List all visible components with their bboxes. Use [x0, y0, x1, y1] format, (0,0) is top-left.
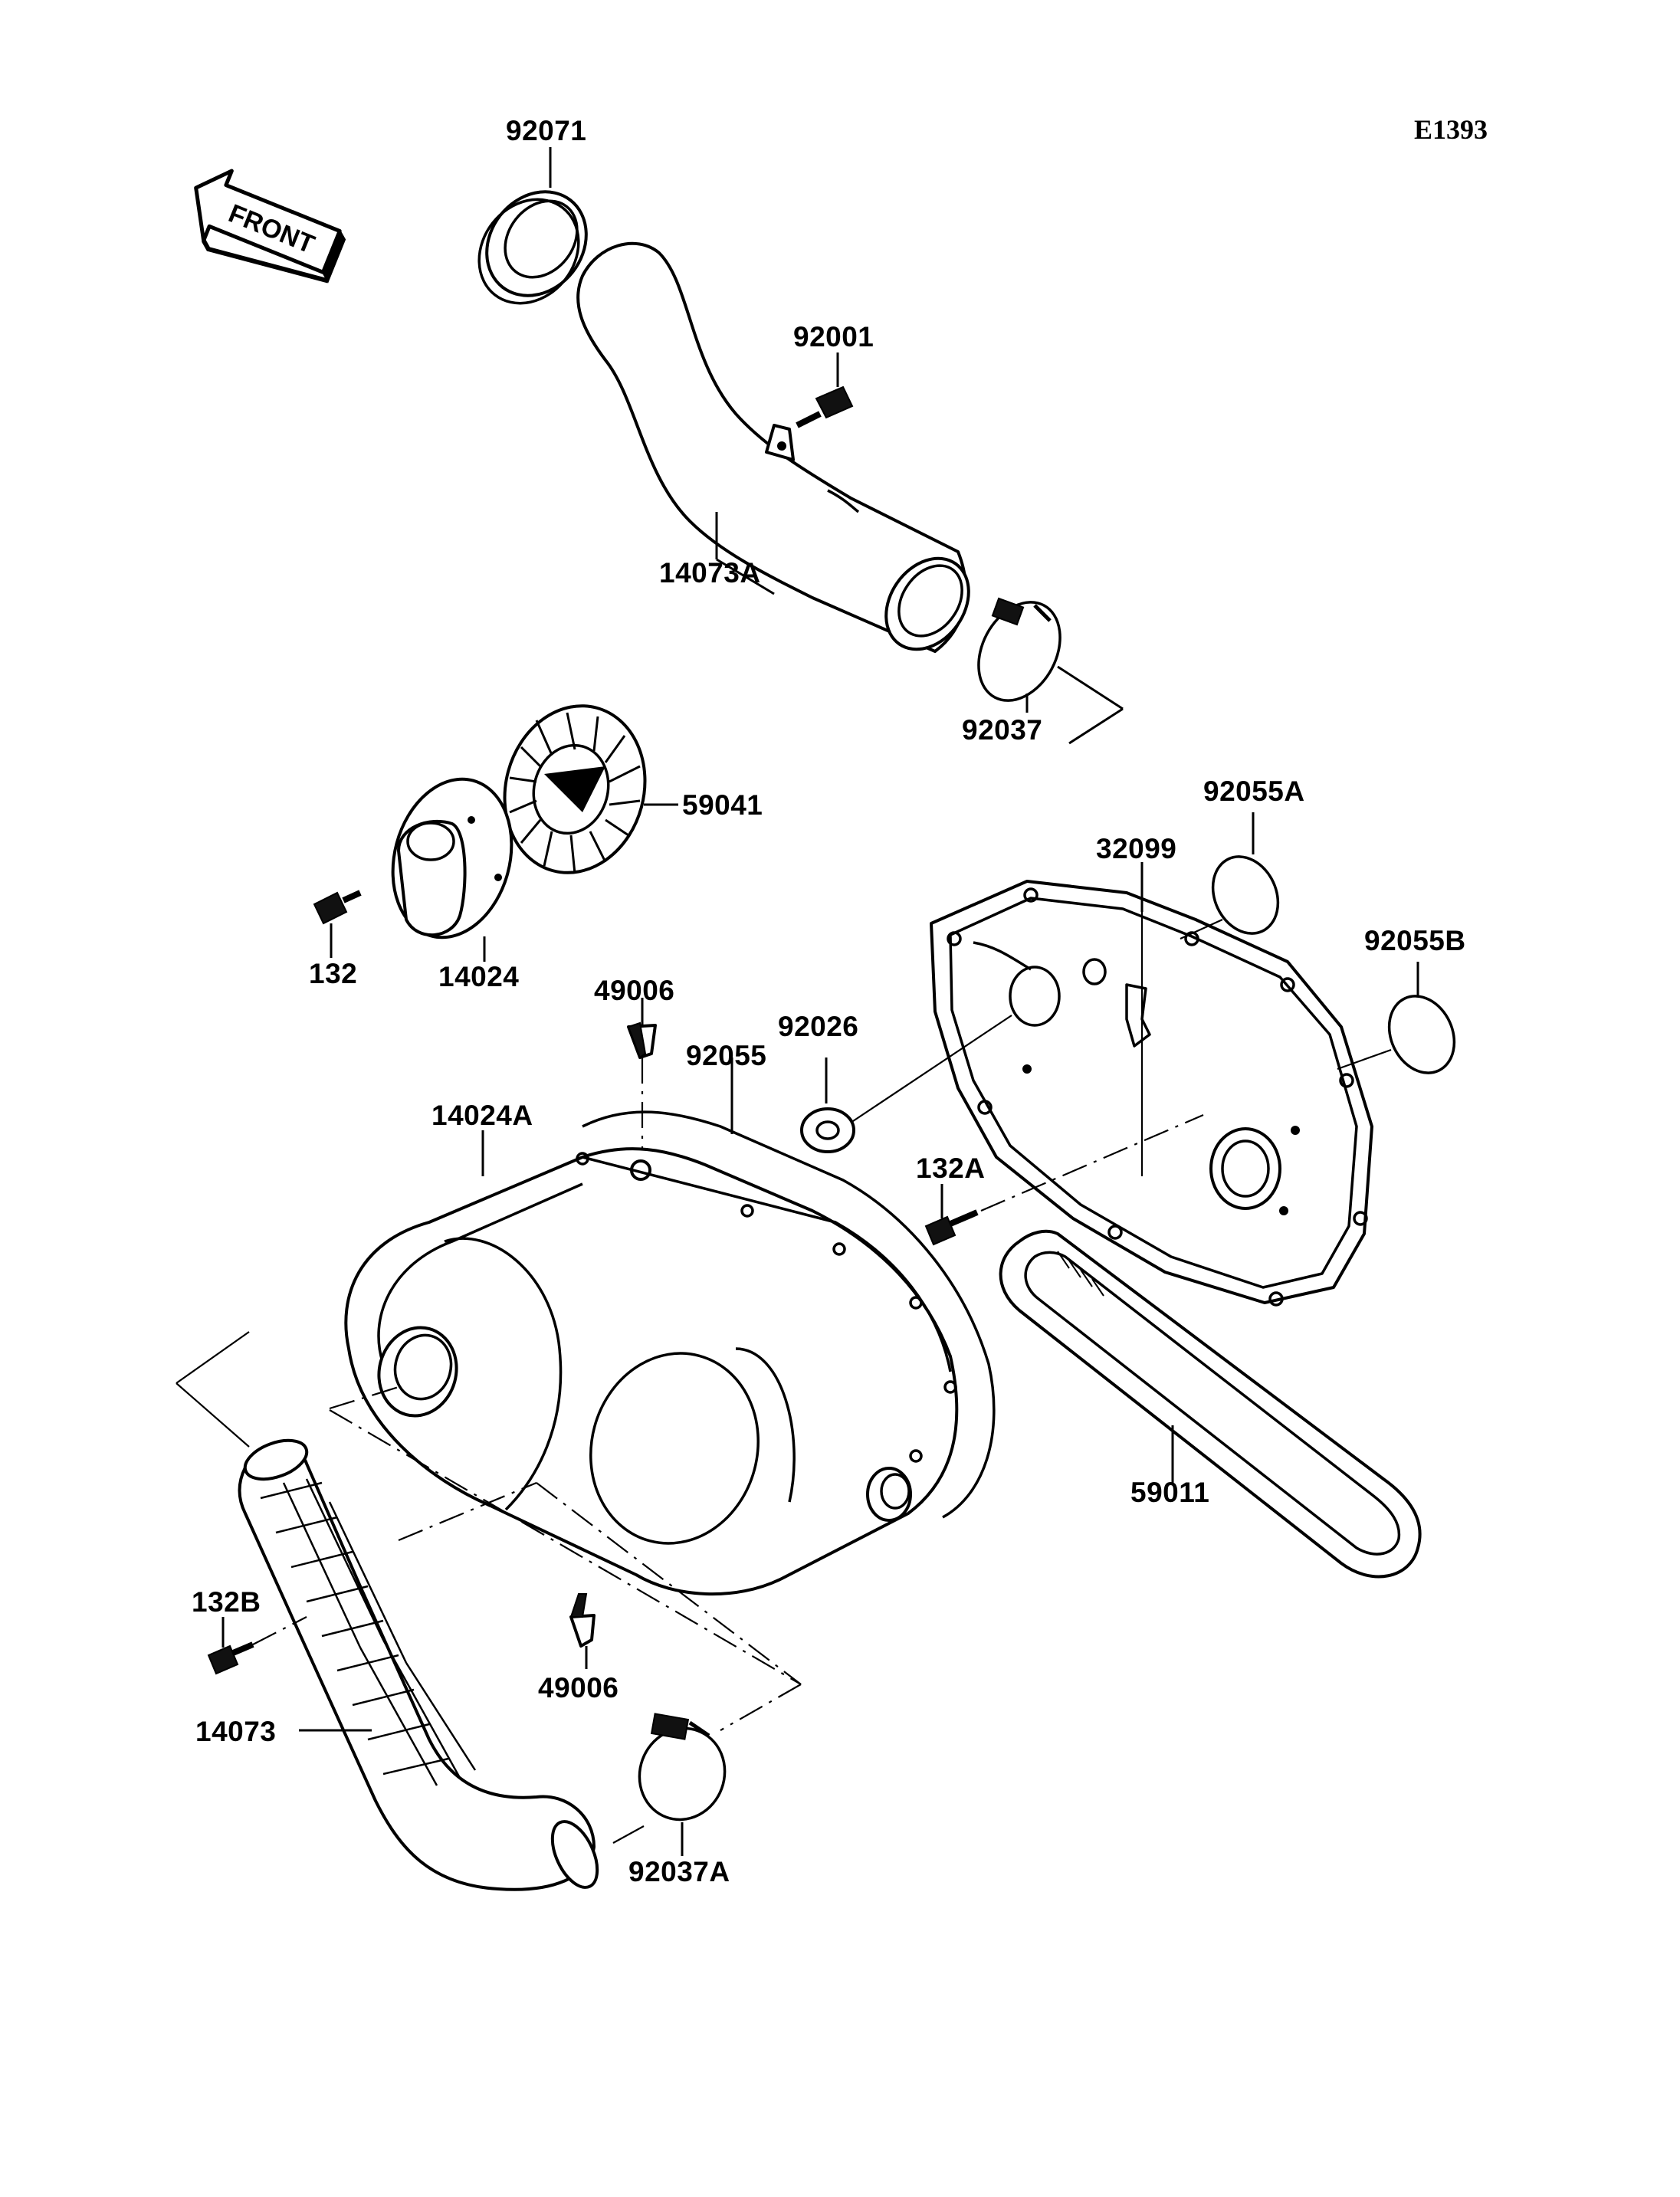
label-92055: 92055 [686, 1040, 766, 1071]
front-arrow-icon: FRONT [194, 169, 346, 284]
housing-14024 [391, 777, 514, 939]
label-14024A: 14024A [431, 1100, 533, 1131]
breather-49006-bottom [569, 1593, 596, 1648]
label-92026: 92026 [778, 1011, 858, 1042]
duct-14073 [238, 1438, 599, 1891]
label-49006-top: 49006 [594, 975, 674, 1006]
label-14024: 14024 [438, 961, 519, 992]
breather-49006-top [627, 1021, 657, 1059]
clamp-92037 [977, 597, 1061, 702]
outer-cover-14024A [344, 1147, 959, 1596]
label-132: 132 [309, 958, 357, 989]
label-132B: 132B [192, 1586, 261, 1618]
label-49006-bottom: 49006 [538, 1672, 619, 1703]
label-92055B: 92055B [1364, 925, 1466, 956]
label-59041: 59041 [682, 789, 763, 821]
label-14073: 14073 [195, 1716, 276, 1747]
o-ring-92055B [1387, 995, 1456, 1074]
label-92055A: 92055A [1203, 776, 1305, 807]
fan-59041 [503, 704, 647, 874]
duct-14073A [576, 241, 970, 653]
bolt-132B [207, 1641, 254, 1675]
drive-belt-59011 [999, 1229, 1422, 1579]
label-92071: 92071 [506, 115, 586, 146]
diagram-code: E1393 [1414, 114, 1488, 145]
label-59011: 59011 [1130, 1477, 1209, 1508]
label-92037A: 92037A [628, 1856, 730, 1887]
label-14073A: 14073A [659, 557, 761, 589]
bolt-132A [924, 1209, 979, 1246]
label-32099: 32099 [1096, 833, 1176, 864]
bolt-132 [313, 890, 362, 925]
grommet-92071 [477, 190, 588, 305]
inner-cover-32099 [930, 880, 1373, 1307]
washer-92026 [800, 1107, 855, 1153]
o-ring-92055A [1211, 855, 1280, 935]
clamp-92037A [638, 1713, 727, 1822]
bolt-92001 [796, 385, 854, 428]
label-92001: 92001 [793, 321, 874, 353]
label-132A: 132A [916, 1153, 985, 1184]
label-92037: 92037 [962, 714, 1042, 746]
gasket-92055 [582, 1110, 996, 1519]
